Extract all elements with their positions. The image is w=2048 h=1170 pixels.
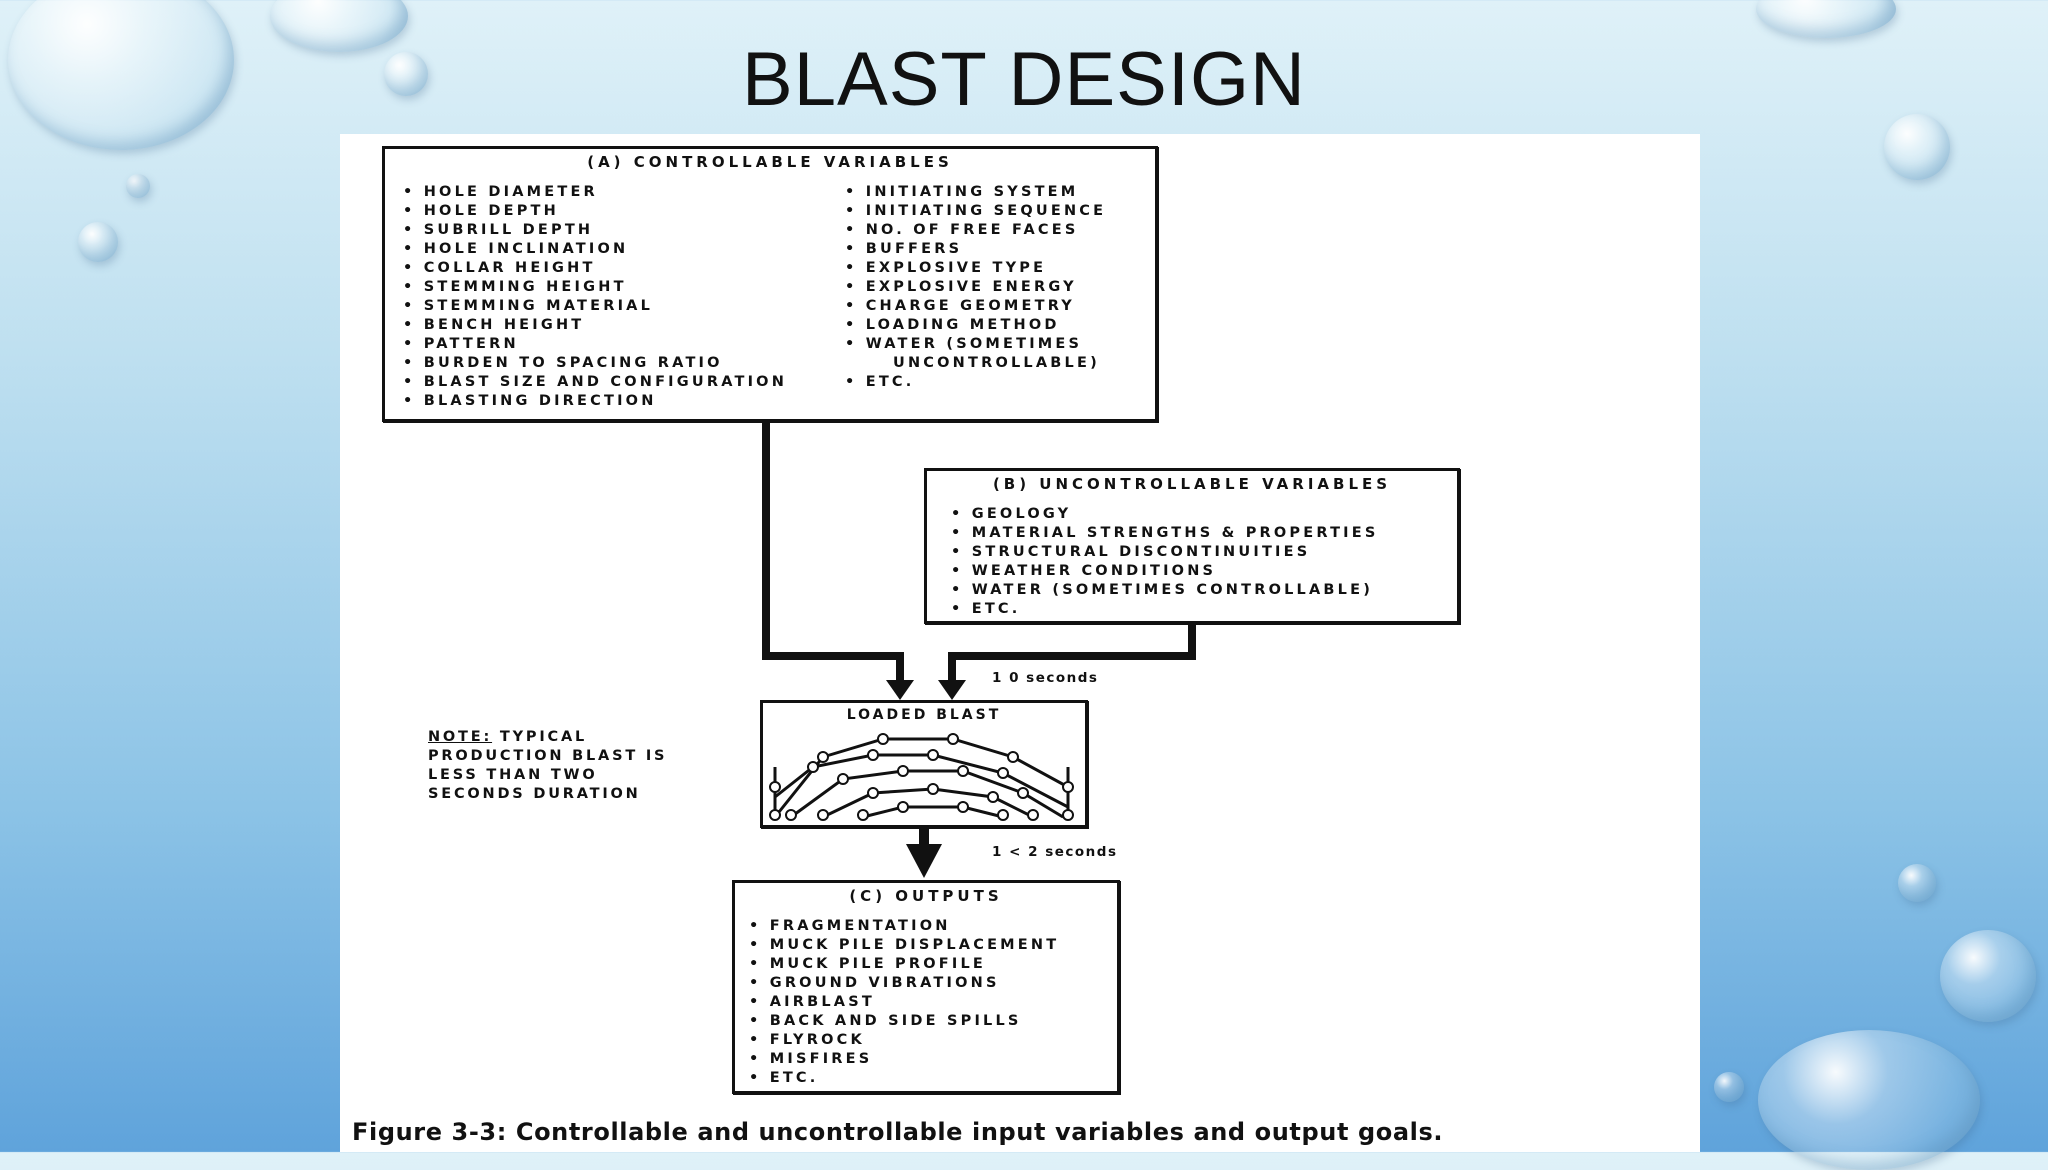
water-drop-decoration [1756,0,1896,38]
figure-caption: Figure 3-3: Controllable and uncontrolla… [352,1118,1444,1146]
list-item-continuation: UNCONTROLLABLE) [893,355,1100,371]
note-line: SECONDS DURATION [428,786,641,802]
arrowhead [938,680,966,700]
slide-title: BLAST DESIGN [742,37,1306,122]
list-item: NO. OF FREE FACES [845,221,1106,240]
note-text: NOTE: TYPICAL PRODUCTION BLAST IS LESS T… [428,728,667,804]
uncontrollable-heading: (B) UNCONTROLLABLE VARIABLES [992,475,1392,493]
controllable-heading: (A) CONTROLLABLE VARIABLES [587,153,953,171]
controllable-left-list: HOLE DIAMETER HOLE DEPTH SUBRILL DEPTH H… [403,183,787,411]
blast-design-figure: (A) CONTROLLABLE VARIABLES HOLE DIAMETER… [340,134,1700,1152]
list-item: BENCH HEIGHT [403,316,787,335]
list-item: MISFIRES [749,1050,1059,1069]
timing-label-bottom: 1 < 2 seconds [992,844,1118,860]
outputs-list: FRAGMENTATION MUCK PILE DISPLACEMENT MUC… [749,917,1059,1088]
list-item: WATER (SOMETIMES [845,335,1106,354]
list-item: EXPLOSIVE ENERGY [845,278,1106,297]
list-item: MUCK PILE DISPLACEMENT [749,936,1059,955]
list-item: BACK AND SIDE SPILLS [749,1012,1059,1031]
note-line: PRODUCTION BLAST IS [428,748,668,764]
list-item: STEMMING HEIGHT [403,278,787,297]
list-item: EXPLOSIVE TYPE [845,259,1106,278]
list-item: WEATHER CONDITIONS [951,562,1379,581]
list-item: HOLE INCLINATION [403,240,787,259]
list-item: SUBRILL DEPTH [403,221,787,240]
list-item: STEMMING MATERIAL [403,297,787,316]
blast-pattern-diagram [769,733,1074,821]
list-item: CHARGE GEOMETRY [845,297,1106,316]
note-line: LESS THAN TWO [428,767,598,783]
arrow-uncontrollable-to-blast [948,622,1196,682]
list-item: STRUCTURAL DISCONTINUITIES [951,543,1379,562]
water-drop-decoration [384,52,428,96]
list-item: BLASTING DIRECTION [403,392,787,411]
water-drop-decoration [1714,1072,1744,1102]
loaded-blast-heading: LOADED BLAST [846,707,1002,723]
list-item: ETC. [845,373,1106,392]
list-item: MUCK PILE PROFILE [749,955,1059,974]
list-item: BUFFERS [845,240,1106,259]
list-item: FRAGMENTATION [749,917,1059,936]
water-drop-decoration [1898,864,1936,902]
note-line: TYPICAL [492,729,588,745]
list-item: WATER (SOMETIMES CONTROLLABLE) [951,581,1379,600]
list-item: AIRBLAST [749,993,1059,1012]
list-item: BLAST SIZE AND CONFIGURATION [403,373,787,392]
list-item: HOLE DIAMETER [403,183,787,202]
list-item: FLYROCK [749,1031,1059,1050]
water-drop-decoration [126,174,150,198]
controllable-right-list: INITIATING SYSTEM INITIATING SEQUENCE NO… [845,183,1106,392]
list-item: GROUND VIBRATIONS [749,974,1059,993]
arrowhead [886,680,914,700]
water-drop-decoration [1758,1030,1980,1170]
list-item: GEOLOGY [951,505,1379,524]
list-item: INITIATING SYSTEM [845,183,1106,202]
timing-label-top: 1 0 seconds [992,670,1099,686]
list-item: LOADING METHOD [845,316,1106,335]
water-drop-decoration [8,0,234,150]
list-item: PATTERN [403,335,787,354]
outputs-box: (C) OUTPUTS FRAGMENTATION MUCK PILE DISP… [732,880,1120,1094]
water-drop-decoration [1940,930,2036,1022]
uncontrollable-list: GEOLOGY MATERIAL STRENGTHS & PROPERTIES … [951,505,1379,619]
connector-arrows [762,417,1196,878]
arrowhead [906,844,942,878]
loaded-blast-box: LOADED BLAST [760,700,1088,828]
note-label: NOTE: [428,729,493,745]
arrow-controllable-to-blast [762,417,904,682]
list-item: MATERIAL STRENGTHS & PROPERTIES [951,524,1379,543]
water-drop-decoration [78,222,118,262]
list-item: ETC. [749,1069,1059,1088]
list-item: COLLAR HEIGHT [403,259,787,278]
outputs-heading: (C) OUTPUTS [849,887,1003,905]
water-drop-decoration [1884,114,1950,180]
list-item: BURDEN TO SPACING RATIO [403,354,787,373]
list-item: HOLE DEPTH [403,202,787,221]
uncontrollable-variables-box: (B) UNCONTROLLABLE VARIABLES GEOLOGY MAT… [924,468,1460,624]
list-item: INITIATING SEQUENCE [845,202,1106,221]
list-item: ETC. [951,600,1379,619]
controllable-variables-box: (A) CONTROLLABLE VARIABLES HOLE DIAMETER… [382,146,1158,422]
